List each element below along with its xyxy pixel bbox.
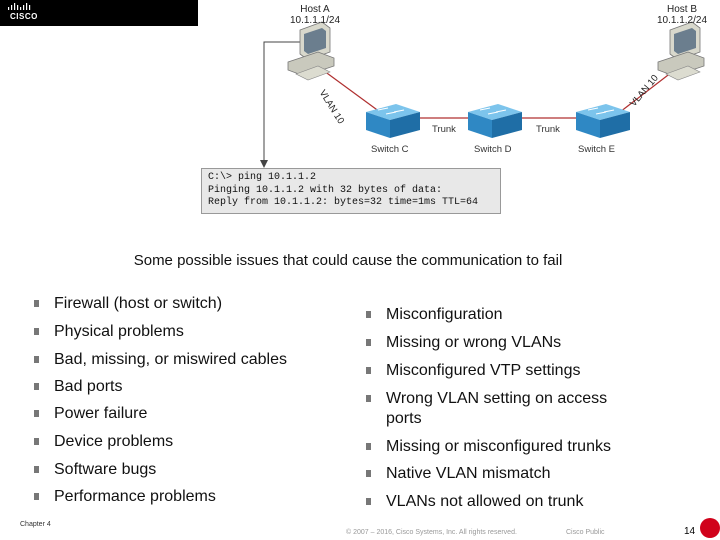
slide-caption: Some possible issues that could cause th… — [133, 252, 563, 269]
bullet-icon — [34, 328, 39, 335]
bullet-icon — [366, 395, 371, 402]
ping-console-output: C:\> ping 10.1.1.2 Pinging 10.1.1.2 with… — [201, 168, 501, 214]
bullet-icon — [34, 356, 39, 363]
page-number: 14 — [684, 526, 696, 537]
host-a-name: Host A — [300, 4, 330, 15]
bullet-icon — [366, 339, 371, 346]
trunk-label-1: Trunk — [432, 124, 456, 135]
chapter-label: Chapter 4 — [20, 521, 51, 528]
switch-d-icon — [468, 104, 522, 138]
red-dot-icon — [700, 518, 720, 538]
switch-d-label: Switch D — [474, 144, 512, 155]
link-switch-e-host-b — [619, 71, 673, 113]
cisco-logo-bar: CISCO — [0, 0, 198, 26]
console-line: C:\> ping 10.1.1.2 — [208, 172, 317, 183]
host-a-ip: 10.1.1.1/24 — [289, 15, 341, 26]
ping-path-line — [263, 41, 300, 165]
trunk-label-2: Trunk — [536, 124, 560, 135]
switch-e-icon — [576, 104, 630, 138]
host-b-computer-icon — [657, 21, 705, 81]
host-a-computer-icon — [287, 21, 335, 81]
bullet-icon — [366, 443, 371, 450]
switch-c-icon — [366, 104, 420, 138]
host-a-label: Host A 10.1.1.1/24 — [285, 4, 345, 26]
classification-text: Cisco Public — [566, 529, 605, 536]
console-line: Reply from 10.1.1.2: bytes=32 time=1ms T… — [208, 197, 479, 208]
bullet-icon — [34, 466, 39, 473]
host-b-ip: 10.1.1.2/24 — [656, 15, 708, 26]
cisco-bridge-icon — [8, 3, 31, 10]
bullet-icon — [366, 311, 371, 318]
bullet-icon — [34, 493, 39, 500]
switch-e-label: Switch E — [578, 144, 615, 155]
copyright-text: © 2007 – 2016, Cisco Systems, Inc. All r… — [346, 529, 517, 536]
bullet-icon — [366, 498, 371, 505]
bullet-icon — [34, 383, 39, 390]
bullet-icon — [34, 300, 39, 307]
bullet-icon — [366, 470, 371, 477]
cisco-logo-text: CISCO — [10, 12, 38, 21]
console-line: Pinging 10.1.1.2 with 32 bytes of data: — [208, 184, 443, 196]
network-diagram — [260, 21, 705, 168]
bullet-icon — [34, 410, 39, 417]
host-b-name: Host B — [666, 4, 697, 15]
link-host-a-switch-c — [319, 67, 381, 113]
switch-c-label: Switch C — [371, 144, 409, 155]
bullet-icon — [366, 367, 371, 374]
ping-path-arrow — [260, 160, 268, 168]
host-b-label: Host B 10.1.1.2/24 — [652, 4, 712, 26]
bullet-icon — [34, 438, 39, 445]
